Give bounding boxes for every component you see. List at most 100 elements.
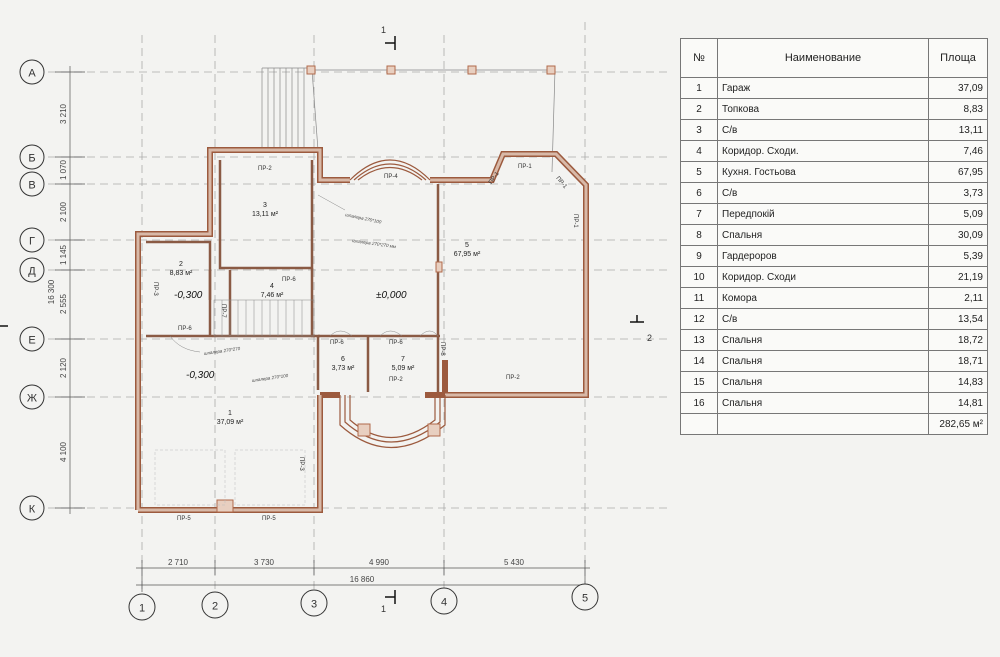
cell-number: 8 — [680, 224, 718, 246]
row-axis-label: Г — [29, 236, 35, 248]
cell-name: Спальня — [717, 392, 929, 414]
column-header: Площа — [928, 38, 988, 78]
cell-name: Кухня. Гостьова — [717, 161, 929, 183]
column-axis-label: 3 — [311, 599, 317, 611]
cell-number: 4 — [680, 140, 718, 162]
opening-label: ПР-3 — [152, 282, 158, 296]
dimension-label: 4 990 — [369, 558, 390, 567]
opening-label: ПР-6 — [178, 326, 192, 332]
opening-label: ПР-4 — [384, 174, 398, 180]
annotation-note: шпалера 270*100 — [251, 373, 289, 383]
room-number: 6 — [341, 356, 345, 363]
cell-name: Спальня — [717, 371, 929, 393]
cell-number: 15 — [680, 371, 718, 393]
porch-columns — [216, 261, 443, 513]
dimension-label: 2 710 — [168, 558, 189, 567]
room-number: 3 — [263, 202, 267, 209]
cell-area: 7,46 — [928, 140, 988, 162]
dimension-label: 3 730 — [254, 558, 275, 567]
room-number: 5 — [465, 242, 469, 249]
cell-number: 11 — [680, 287, 718, 309]
dimension-total-label: 16 300 — [47, 279, 56, 304]
cell-area: 5,39 — [928, 245, 988, 267]
cell-area: 13,11 — [928, 119, 988, 141]
table-total-row: 282,65 м² — [680, 413, 988, 435]
section-marks — [0, 36, 644, 604]
cell-number: 16 — [680, 392, 718, 414]
cell-area: 18,71 — [928, 350, 988, 372]
level-mark: ±0,000 — [376, 290, 407, 301]
cell-area: 2,11 — [928, 287, 988, 309]
cell-area: 21,19 — [928, 266, 988, 288]
bay-window-top — [349, 159, 431, 181]
cell-area: 14,83 — [928, 371, 988, 393]
row-axis-label: Ж — [27, 393, 37, 405]
opening-label: ПР-2 — [258, 166, 272, 172]
bottom-dimension-lines — [136, 560, 590, 592]
left-dimension-lines — [55, 66, 85, 514]
section-mark-label: 1 — [381, 604, 386, 614]
cell-name: Коридор. Сходи. — [717, 140, 929, 162]
cell-name: Комора — [717, 287, 929, 309]
row-axis-label: А — [28, 68, 36, 80]
opening-label: ПР-1 — [554, 176, 568, 191]
door-swings — [169, 194, 439, 353]
cell-number: 14 — [680, 350, 718, 372]
dimension-label: 2 100 — [59, 201, 68, 222]
row-axis-label: К — [29, 504, 36, 516]
column-axis-label: 1 — [139, 603, 145, 615]
row-axis-label: Д — [28, 266, 36, 278]
column-axis-label: 4 — [441, 597, 447, 609]
room-area: 13,11 м² — [252, 211, 279, 218]
column-header: № — [680, 38, 718, 78]
cell-area: 14,81 — [928, 392, 988, 414]
room-number: 4 — [270, 283, 274, 290]
cell-number: 7 — [680, 203, 718, 225]
cell-name: С/в — [717, 182, 929, 204]
row-axis-markers: А Б В Г Д Е Ж К — [19, 59, 45, 521]
cell-number: 6 — [680, 182, 718, 204]
cell-name: Коридор. Сходи — [717, 266, 929, 288]
garage-parking-outline — [154, 449, 306, 506]
cell-number: 2 — [680, 98, 718, 120]
table-header-row: № Наименование Площа — [680, 38, 988, 78]
opening-label: ПР-2 — [506, 375, 520, 381]
room-area: 37,09 м² — [217, 419, 244, 426]
cell-area: 8,83 — [928, 98, 988, 120]
row-axis-label: Е — [28, 335, 35, 347]
row-axis-label: В — [28, 180, 35, 192]
section-mark-label: 2 — [647, 333, 652, 343]
dimension-total-label: 16 860 — [350, 575, 375, 584]
total-area: 282,65 м² — [928, 413, 988, 435]
interior-walls — [146, 160, 440, 392]
room-number: 1 — [228, 410, 232, 417]
cell-number: 1 — [680, 77, 718, 99]
dimension-label: 2 555 — [59, 293, 68, 314]
room-area: 67,95 м² — [454, 251, 481, 258]
cell-number: 3 — [680, 119, 718, 141]
cell-name: Гараж — [717, 77, 929, 99]
opening-label: ПР-5 — [262, 516, 276, 522]
cell-area: 3,73 — [928, 182, 988, 204]
column-axis-label: 2 — [212, 601, 218, 613]
cell-name: Спальня — [717, 329, 929, 351]
annotation-note: шпалера 270*270 — [203, 346, 241, 356]
opening-label: ПР-1 — [488, 170, 501, 185]
exterior-walls-inner — [136, 148, 588, 512]
cell-area: 30,09 — [928, 224, 988, 246]
opening-label: ПР-1 — [518, 164, 532, 170]
section-mark-label: 1 — [381, 25, 386, 35]
cell-number: 9 — [680, 245, 718, 267]
floor-plan: А Б В Г Д Е Ж К 1 2 3 4 5 1 1 — [0, 22, 668, 621]
cell-area: 13,54 — [928, 308, 988, 330]
dimension-label: 2 120 — [59, 357, 68, 378]
